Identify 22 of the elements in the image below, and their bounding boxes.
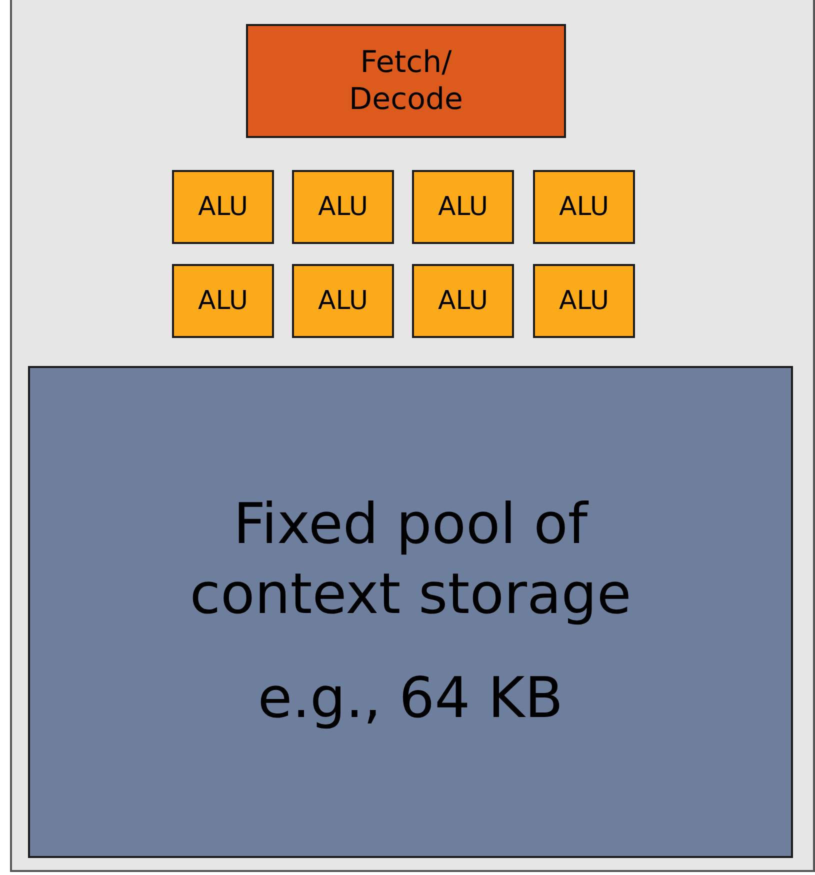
unit-label: ALU: [318, 284, 368, 318]
unit-label: ALU: [318, 190, 368, 224]
unit-label: ALU: [438, 190, 488, 224]
fetch-decode-block: [246, 24, 566, 138]
unit-label: ALU: [198, 190, 248, 224]
alu-block: [412, 170, 514, 244]
unit-label: ALU: [558, 284, 609, 318]
storage-label: Fixed pool of context storage: [188, 491, 632, 629]
unit-label: Fetch/ Decode: [348, 44, 464, 118]
unit-label: ALU: [438, 284, 488, 318]
unit-label: ALU: [558, 190, 609, 224]
alu-block: [172, 264, 274, 338]
chip-panel: [10, 0, 815, 872]
storage-label: e.g., 64 KB: [258, 665, 564, 733]
alu-block: [172, 170, 274, 244]
alu-block: [292, 170, 394, 244]
storage-block: [28, 366, 793, 858]
alu-block: [533, 170, 635, 244]
unit-label: ALU: [198, 284, 248, 318]
alu-block: [533, 264, 635, 338]
alu-block: [292, 264, 394, 338]
alu-block: [412, 264, 514, 338]
